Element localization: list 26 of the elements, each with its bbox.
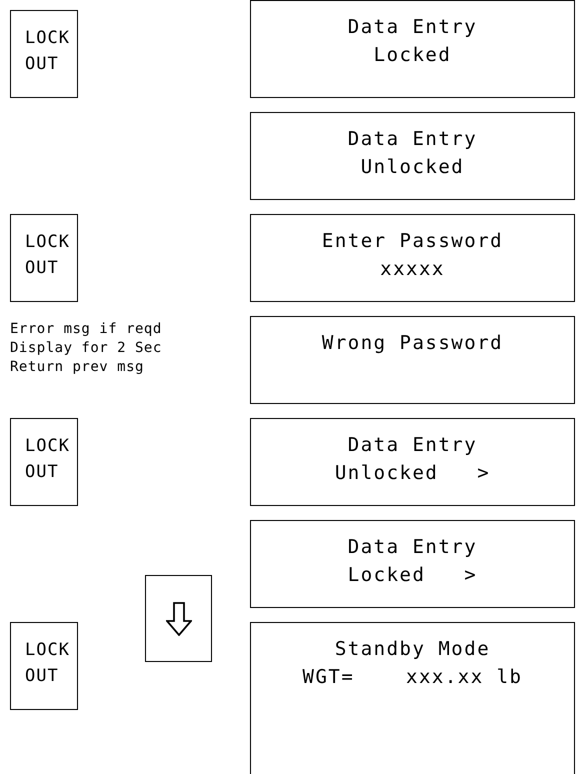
display-text: Wrong Password	[320, 331, 504, 356]
display-text: Data Entry	[346, 535, 478, 560]
display-text: Locked >	[346, 563, 478, 588]
display-text: Enter Password	[320, 229, 504, 254]
display-text: Data Entry	[346, 127, 478, 152]
display-text: Locked	[372, 43, 452, 68]
display-text: Data Entry	[346, 15, 478, 40]
lock-out-button: LOCK OUT	[10, 10, 78, 98]
lock-out-button: LOCK OUT	[10, 418, 78, 506]
lock-out-button: LOCK OUT	[10, 622, 78, 710]
note-text: Error msg if reqd Display for 2 Sec Return prev msg	[10, 320, 163, 377]
display-text: Data Entry	[346, 433, 478, 458]
display-screen	[250, 112, 575, 200]
display-screen	[250, 214, 575, 302]
display-screen	[250, 520, 575, 608]
down-button	[145, 575, 212, 662]
display-text: xxxxx	[379, 257, 446, 282]
display-text: Standby Mode	[334, 637, 492, 662]
display-text: Unlocked	[360, 155, 466, 180]
lock-out-button: LOCK OUT	[10, 214, 78, 302]
display-screen	[250, 622, 575, 774]
display-screen	[250, 316, 575, 404]
display-text: Unlocked >	[334, 461, 492, 486]
display-screen	[250, 418, 575, 506]
display-text: WGT= xxx.xx lb	[302, 665, 524, 690]
display-screen	[250, 0, 575, 98]
